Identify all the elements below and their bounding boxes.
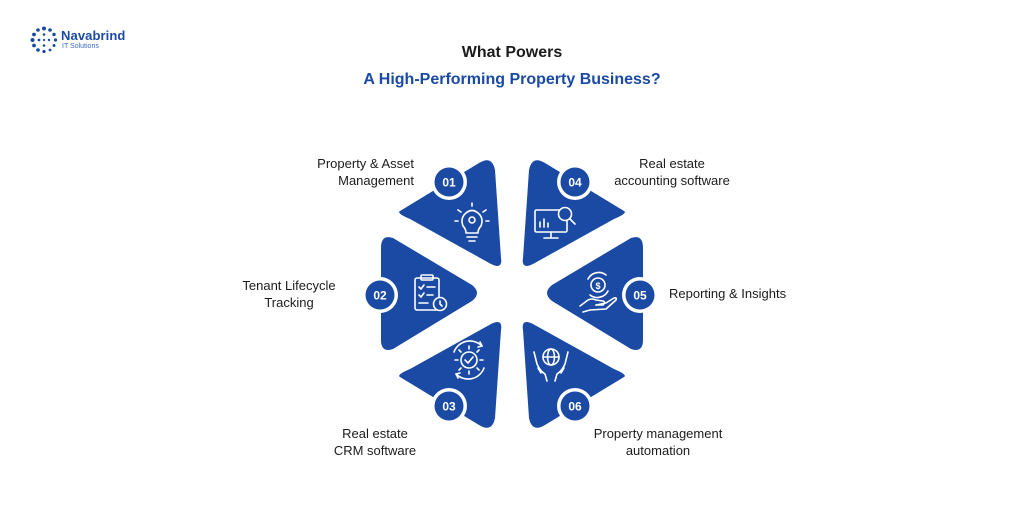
page-subtitle: A High-Performing Property Business? bbox=[363, 71, 661, 88]
badge-01: 01 bbox=[431, 164, 467, 200]
label-02: Tenant Lifecycle Tracking bbox=[242, 278, 336, 310]
brand-tagline: IT Solutions bbox=[62, 43, 99, 50]
badge-number: 04 bbox=[568, 176, 582, 190]
segment-04 bbox=[522, 160, 625, 266]
segment-06 bbox=[522, 322, 625, 428]
brand-name: Navabrind bbox=[61, 28, 126, 43]
label-01: Property & Asset Management bbox=[317, 156, 414, 188]
badge-06: 06 bbox=[557, 388, 593, 424]
badge-02: 02 bbox=[362, 277, 398, 313]
hand-money-icon: $ bbox=[579, 271, 618, 313]
segment-03 bbox=[399, 322, 502, 428]
badge-03: 03 bbox=[431, 388, 467, 424]
gear-refresh-icon bbox=[453, 340, 485, 380]
checklist-clock-icon bbox=[414, 274, 448, 312]
badge-number: 03 bbox=[442, 400, 456, 414]
badge-05: 05 bbox=[622, 277, 658, 313]
page-title: What Powers bbox=[461, 44, 563, 61]
badge-number: 01 bbox=[442, 176, 456, 190]
badge-number: 02 bbox=[373, 289, 387, 303]
badge-04: 04 bbox=[557, 164, 593, 200]
segment-05 bbox=[547, 237, 643, 350]
label-04: Real estate accounting software bbox=[614, 156, 730, 188]
label-03: Real estate CRM software bbox=[333, 426, 417, 458]
badge-number: 05 bbox=[633, 289, 647, 303]
label-05: Reporting & Insights bbox=[669, 286, 787, 301]
hands-globe-icon bbox=[533, 348, 569, 382]
brand-logo: Navabrind IT Solutions bbox=[30, 26, 140, 58]
svg-text:$: $ bbox=[595, 281, 600, 291]
segment-01 bbox=[399, 160, 502, 266]
badge-number: 06 bbox=[568, 400, 582, 414]
segment-02 bbox=[381, 237, 477, 350]
lightbulb-gear-icon bbox=[454, 202, 490, 242]
logo-dots-icon bbox=[30, 26, 58, 54]
monitor-analytics-icon bbox=[534, 206, 576, 239]
label-06: Property management automation bbox=[593, 426, 723, 458]
